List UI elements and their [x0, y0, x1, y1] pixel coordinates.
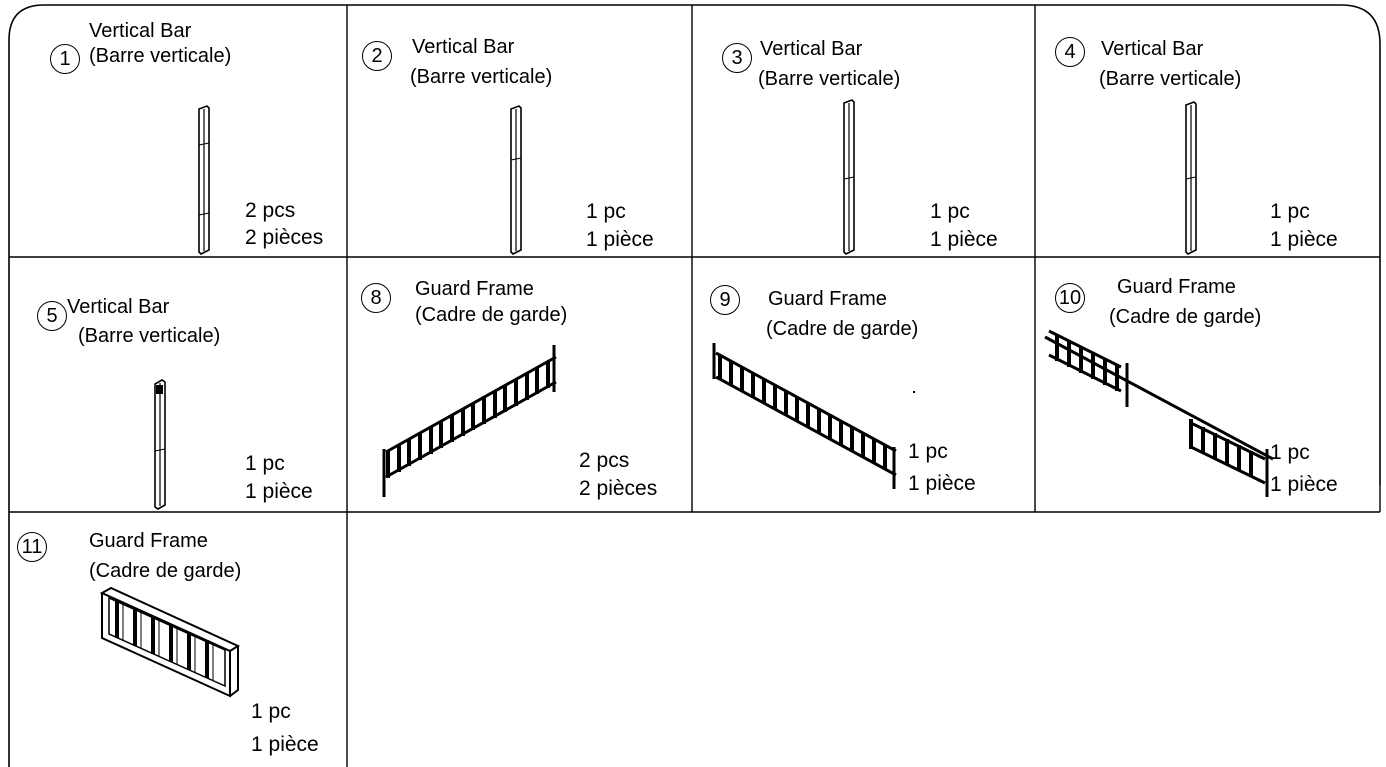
part-name-fr: (Barre verticale) — [78, 325, 221, 347]
part-cell-9: 9 Guard Frame (Cadre de garde) — [692, 257, 1035, 512]
part-number-badge: 11 — [17, 532, 47, 562]
part-quantity-fr: 1 pièce — [1270, 473, 1338, 496]
part-quantity-en: 1 pc — [251, 700, 291, 723]
stray-dot — [913, 391, 915, 393]
part-name-fr: (Cadre de garde) — [1109, 306, 1262, 328]
split-guard-frame-icon — [1044, 329, 1274, 497]
part-quantity-en: 2 pcs — [245, 199, 296, 222]
vertical-bar-icon — [198, 105, 210, 255]
vertical-bar-icon — [510, 105, 522, 255]
part-quantity-fr: 1 pièce — [930, 228, 998, 251]
part-name-en: Guard Frame — [415, 278, 534, 300]
guard-frame-icon — [712, 343, 897, 489]
part-quantity-en: 1 pc — [245, 452, 285, 475]
part-cell-5: 5 Vertical Bar (Barre verticale) 1 pc 1 … — [9, 257, 347, 512]
part-number-badge: 9 — [710, 285, 740, 315]
part-quantity-fr: 2 pièces — [579, 477, 658, 500]
part-number-badge: 3 — [722, 43, 752, 73]
part-name-en: Vertical Bar — [760, 38, 863, 60]
part-name-fr: (Cadre de garde) — [766, 318, 919, 340]
part-cell-1: 1 Vertical Bar (Barre verticale) 2 pcs 2… — [9, 5, 347, 257]
part-cell-2: 2 Vertical Bar (Barre verticale) 1 pc 1 … — [347, 5, 692, 257]
part-quantity-fr: 2 pièces — [245, 226, 324, 249]
vertical-bar-icon — [1185, 101, 1197, 255]
part-cell-10: 10 Guard Frame (Cadre de garde) — [1035, 257, 1380, 512]
guard-frame-icon — [382, 345, 557, 497]
part-quantity-en: 1 pc — [1270, 441, 1310, 464]
part-name-en: Vertical Bar — [67, 296, 170, 318]
part-name-fr: (Barre verticale) — [1099, 68, 1242, 90]
part-name-fr: (Barre verticale) — [758, 68, 901, 90]
part-number-badge: 2 — [362, 41, 392, 71]
part-name-fr: (Barre verticale) — [89, 45, 232, 67]
part-number-badge: 8 — [361, 283, 391, 313]
part-quantity-en: 1 pc — [908, 440, 948, 463]
part-name-fr: (Cadre de garde) — [415, 304, 568, 326]
part-number-badge: 4 — [1055, 37, 1085, 67]
part-name-fr: (Cadre de garde) — [89, 560, 242, 582]
part-quantity-fr: 1 pièce — [251, 733, 319, 756]
part-quantity-fr: 1 pièce — [245, 480, 313, 503]
part-cell-4: 4 Vertical Bar (Barre verticale) 1 pc 1 … — [1035, 5, 1380, 257]
part-quantity-fr: 1 pièce — [1270, 228, 1338, 251]
vertical-bar-icon — [843, 99, 855, 255]
part-name-fr: (Barre verticale) — [410, 66, 553, 88]
part-number-badge: 5 — [37, 301, 67, 331]
part-name-en: Vertical Bar — [89, 20, 192, 42]
part-name-en: Vertical Bar — [412, 36, 515, 58]
part-quantity-en: 1 pc — [1270, 200, 1310, 223]
part-quantity-en: 1 pc — [930, 200, 970, 223]
part-cell-11: 11 Guard Frame (Cadre de garde) 1 pc 1 p… — [9, 512, 347, 767]
part-name-en: Guard Frame — [768, 288, 887, 310]
short-vertical-bar-icon — [154, 379, 166, 510]
part-quantity-fr: 1 pièce — [908, 472, 976, 495]
part-number-badge: 10 — [1055, 283, 1085, 313]
part-quantity-fr: 1 pièce — [586, 228, 654, 251]
part-number-badge: 1 — [50, 44, 80, 74]
part-cell-3: 3 Vertical Bar (Barre verticale) 1 pc 1 … — [692, 5, 1035, 257]
part-quantity-en: 1 pc — [586, 200, 626, 223]
part-name-en: Guard Frame — [89, 530, 208, 552]
part-quantity-en: 2 pcs — [579, 449, 630, 472]
part-cell-8: 8 Guard Frame (Cadre de garde) — [347, 257, 692, 512]
panel-guard-frame-icon — [99, 586, 241, 698]
part-name-en: Guard Frame — [1117, 276, 1236, 298]
part-name-en: Vertical Bar — [1101, 38, 1204, 60]
